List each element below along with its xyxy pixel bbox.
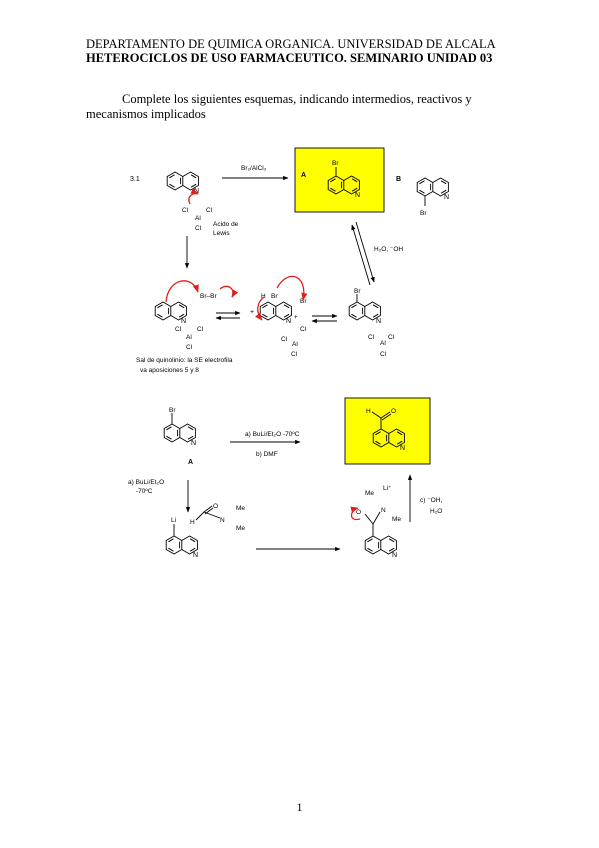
svg-text:H: H bbox=[190, 519, 195, 526]
svg-text:Cl: Cl bbox=[291, 351, 298, 358]
svg-text:N: N bbox=[400, 445, 405, 452]
scheme-number: 3.1 bbox=[130, 176, 140, 183]
svg-text:N: N bbox=[355, 192, 360, 199]
reagent-buli: a) BuLi/Et₂O -70ºC bbox=[245, 431, 300, 438]
note-positions: va aposiciones 5 y 8 bbox=[140, 367, 199, 374]
label-a: A bbox=[301, 172, 306, 179]
dmf-structure: H O N Me Me bbox=[190, 503, 245, 532]
equilibrium-arrow bbox=[355, 221, 375, 283]
svg-text:N: N bbox=[181, 318, 186, 325]
reagent-left-buli: a) BuLi/Et₂O bbox=[128, 479, 164, 486]
svg-text:+: + bbox=[294, 315, 298, 321]
svg-text:Cl: Cl bbox=[186, 344, 193, 351]
svg-text:Cl: Cl bbox=[206, 207, 213, 214]
aldehyde-structure: H O N bbox=[366, 408, 405, 452]
reagent-hydrolysis: H₂O, ⁻OH bbox=[374, 246, 403, 253]
svg-text:Me: Me bbox=[392, 516, 401, 523]
equilibrium-arrow bbox=[351, 224, 371, 286]
reagent-step-c-water: H₂O bbox=[430, 508, 442, 515]
svg-text:Br: Br bbox=[271, 293, 278, 300]
quinolinium-complex-1: N Cl Cl Al Cl Br–Br bbox=[154, 280, 239, 351]
svg-text:N: N bbox=[444, 194, 449, 201]
svg-text:N: N bbox=[286, 318, 291, 325]
svg-text:Cl: Cl bbox=[368, 334, 375, 341]
svg-text:N: N bbox=[191, 440, 196, 447]
label-b: B bbox=[396, 176, 401, 183]
svg-text:H: H bbox=[366, 408, 371, 415]
svg-text:A: A bbox=[188, 459, 193, 466]
svg-text:Br: Br bbox=[332, 160, 339, 167]
svg-text:N: N bbox=[376, 318, 381, 325]
product-aldehyde-box bbox=[344, 397, 431, 465]
svg-text:Me: Me bbox=[236, 525, 245, 532]
svg-text:O: O bbox=[391, 408, 396, 415]
svg-text:Br–Br: Br–Br bbox=[200, 293, 217, 300]
svg-text:+: + bbox=[250, 309, 254, 316]
header-department: DEPARTAMENTO DE QUIMICA ORGANICA. UNIVER… bbox=[86, 37, 496, 51]
svg-text:Me: Me bbox=[365, 490, 374, 497]
curved-arrow bbox=[255, 296, 265, 321]
svg-text:Lewis: Lewis bbox=[213, 230, 230, 237]
svg-text:O: O bbox=[213, 503, 218, 510]
bromoquinoline-complex: Br N Cl Cl Al Cl bbox=[348, 288, 395, 358]
svg-text:Br: Br bbox=[420, 210, 427, 217]
alcl3-lewis-acid: Cl Cl Al Cl Acido de Lewis bbox=[182, 188, 239, 237]
quinoline-start: N bbox=[166, 171, 199, 195]
svg-text:Al: Al bbox=[380, 340, 386, 347]
svg-text:Al: Al bbox=[186, 334, 192, 341]
product-a-box bbox=[294, 147, 385, 213]
curved-arrow bbox=[276, 275, 308, 301]
reagent-left-temp: -70ºC bbox=[136, 488, 153, 495]
svg-text:Li: Li bbox=[171, 517, 176, 524]
header-course: HETEROCICLOS DE USO FARMACEUTICO. SEMINA… bbox=[86, 51, 493, 65]
svg-text:Acido de: Acido de bbox=[213, 221, 239, 228]
svg-text:Cl: Cl bbox=[300, 326, 307, 333]
svg-text:Br: Br bbox=[300, 298, 307, 305]
curved-arrow bbox=[188, 188, 199, 205]
reagent-step-c: c) ⁻OH, bbox=[420, 497, 442, 504]
svg-text:N: N bbox=[381, 507, 386, 514]
svg-text:Cl: Cl bbox=[380, 351, 387, 358]
lithioquinoline: Li N bbox=[165, 517, 198, 559]
svg-text:Cl: Cl bbox=[182, 207, 189, 214]
svg-text:Cl: Cl bbox=[388, 334, 395, 341]
svg-text:N: N bbox=[220, 517, 225, 524]
svg-text:N: N bbox=[193, 552, 198, 559]
svg-text:Cl: Cl bbox=[197, 326, 204, 333]
svg-text:Al: Al bbox=[292, 341, 298, 348]
curved-arrow bbox=[350, 506, 361, 521]
sigma-complex: H Br + N + Cl Cl Al Cl Br bbox=[250, 275, 308, 358]
svg-text:Li⁺: Li⁺ bbox=[383, 485, 392, 492]
svg-text:Cl: Cl bbox=[175, 326, 182, 333]
svg-text:Cl: Cl bbox=[281, 336, 288, 343]
reagent-br2-alcl3: Br₂/AlCl₃ bbox=[241, 165, 267, 172]
svg-text:O: O bbox=[356, 509, 361, 516]
svg-text:Me: Me bbox=[236, 505, 245, 512]
product-a-structure: Br N bbox=[327, 160, 360, 199]
svg-text:Br: Br bbox=[169, 407, 176, 414]
product-b-structure: Br N bbox=[416, 177, 449, 217]
svg-text:Cl: Cl bbox=[195, 225, 202, 232]
note-quinolinium: Sal de quinolinio: la SE electrofila bbox=[136, 357, 233, 364]
tetrahedral-intermediate: N Me Li⁺ N Me O bbox=[350, 485, 401, 559]
svg-text:Al: Al bbox=[195, 215, 201, 222]
curved-arrow bbox=[165, 280, 199, 303]
svg-text:H: H bbox=[261, 293, 266, 300]
reagent-dmf: b) DMF bbox=[256, 451, 278, 458]
starting-material-a: Br N A bbox=[163, 407, 196, 466]
svg-text:N: N bbox=[392, 552, 397, 559]
page-number: 1 bbox=[296, 800, 303, 814]
curved-arrow bbox=[219, 285, 239, 298]
svg-text:Br: Br bbox=[354, 288, 361, 295]
instructions-text: Complete los siguientes esquemas, indica… bbox=[86, 92, 472, 121]
